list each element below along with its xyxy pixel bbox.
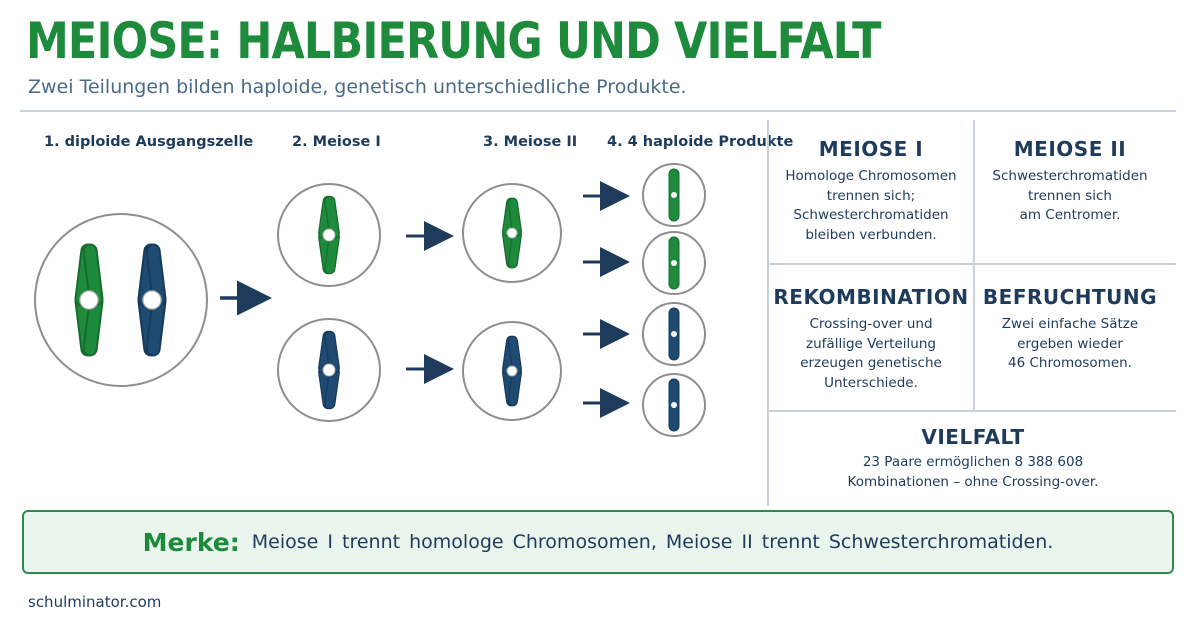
card-line: 46 Chromosomen. <box>1008 355 1132 371</box>
card-title: MEIOSE I <box>818 137 924 161</box>
card-line: erzeugen genetische <box>800 355 942 371</box>
chromosome-green-homolog <box>74 243 104 357</box>
haploid-product-blue-2 <box>642 373 706 437</box>
card-line: Kombinationen – ohne Crossing-over. <box>847 473 1099 490</box>
meiose-2-cell-green <box>462 183 562 283</box>
card-rekombination: REKOMBINATION Crossing-over und zufällig… <box>770 285 972 393</box>
meiose-2-cell-blue <box>462 321 562 421</box>
card-line: Homologe Chromosomen <box>785 168 957 184</box>
merke-box: Merke: Meiose I trennt homologe Chromoso… <box>22 510 1174 574</box>
page-title: MEIOSE: HALBIERUNG UND VIELFALT <box>26 12 881 70</box>
card-text: Crossing-over und zufällige Verteilung e… <box>770 315 972 393</box>
meiose-1-cell-blue <box>277 318 381 422</box>
panel-divider <box>769 263 1176 265</box>
card-line: trennen sich <box>1028 187 1112 204</box>
card-meiose-1: MEIOSE I Homologe Chromosomen trennen si… <box>770 137 972 245</box>
card-text: Zwei einfache Sätze ergeben wieder 46 Ch… <box>976 315 1164 374</box>
merke-label: Merke: <box>142 527 240 557</box>
card-title: BEFRUCHTUNG <box>982 285 1158 309</box>
haploid-product-green-1 <box>642 163 706 227</box>
card-line: Zwei einfache Sätze <box>1001 316 1139 332</box>
card-line: ergeben wieder <box>1017 335 1123 352</box>
panel-divider <box>767 120 769 506</box>
card-title: MEIOSE II <box>1013 137 1127 161</box>
meiose-1-cell-green <box>277 183 381 287</box>
card-line: trennen sich; <box>826 187 916 204</box>
card-line: 23 Paare ermöglichen 8 388 608 <box>862 454 1084 470</box>
card-vielfalt: VIELFALT 23 Paare ermöglichen 8 388 608 … <box>770 425 1176 492</box>
header-divider <box>20 110 1176 112</box>
merke-text: Meiose I trennt homologe Chromosomen, Me… <box>251 531 1054 553</box>
card-line: bleiben verbunden. <box>805 226 937 243</box>
card-line: Crossing-over und <box>809 316 933 332</box>
step-label-products: 4. 4 haploide Produkte <box>607 134 794 150</box>
haploid-product-blue-1 <box>642 302 706 366</box>
card-line: Schwesterchromatiden <box>992 168 1148 184</box>
card-befruchtung: BEFRUCHTUNG Zwei einfache Sätze ergeben … <box>976 285 1164 374</box>
card-text: Homologe Chromosomen trennen sich; Schwe… <box>770 167 972 245</box>
step-label-meiose-1: 2. Meiose I <box>292 134 381 150</box>
footer-source: schulminator.com <box>28 593 162 611</box>
card-line: am Centromer. <box>1019 207 1121 223</box>
card-meiose-2: MEIOSE II Schwesterchromatiden trennen s… <box>976 137 1164 226</box>
haploid-product-green-2 <box>642 231 706 295</box>
chromosome-blue-homolog <box>137 243 167 357</box>
card-title: REKOMBINATION <box>773 285 969 309</box>
panel-divider <box>769 410 1176 412</box>
card-title: VIELFALT <box>921 425 1025 449</box>
card-line: Unterschiede. <box>824 374 918 391</box>
card-line: zufällige Verteilung <box>806 335 936 352</box>
card-text: Schwesterchromatiden trennen sich am Cen… <box>976 167 1164 226</box>
card-text: 23 Paare ermöglichen 8 388 608 Kombinati… <box>770 453 1176 492</box>
card-line: Schwesterchromatiden <box>793 207 949 223</box>
step-label-meiose-2: 3. Meiose II <box>483 134 578 150</box>
step-label-diploid: 1. diploide Ausgangszelle <box>44 134 254 150</box>
page-subtitle: Zwei Teilungen bilden haploide, genetisc… <box>28 76 687 98</box>
panel-divider <box>973 120 975 410</box>
diploid-cell <box>34 213 208 387</box>
